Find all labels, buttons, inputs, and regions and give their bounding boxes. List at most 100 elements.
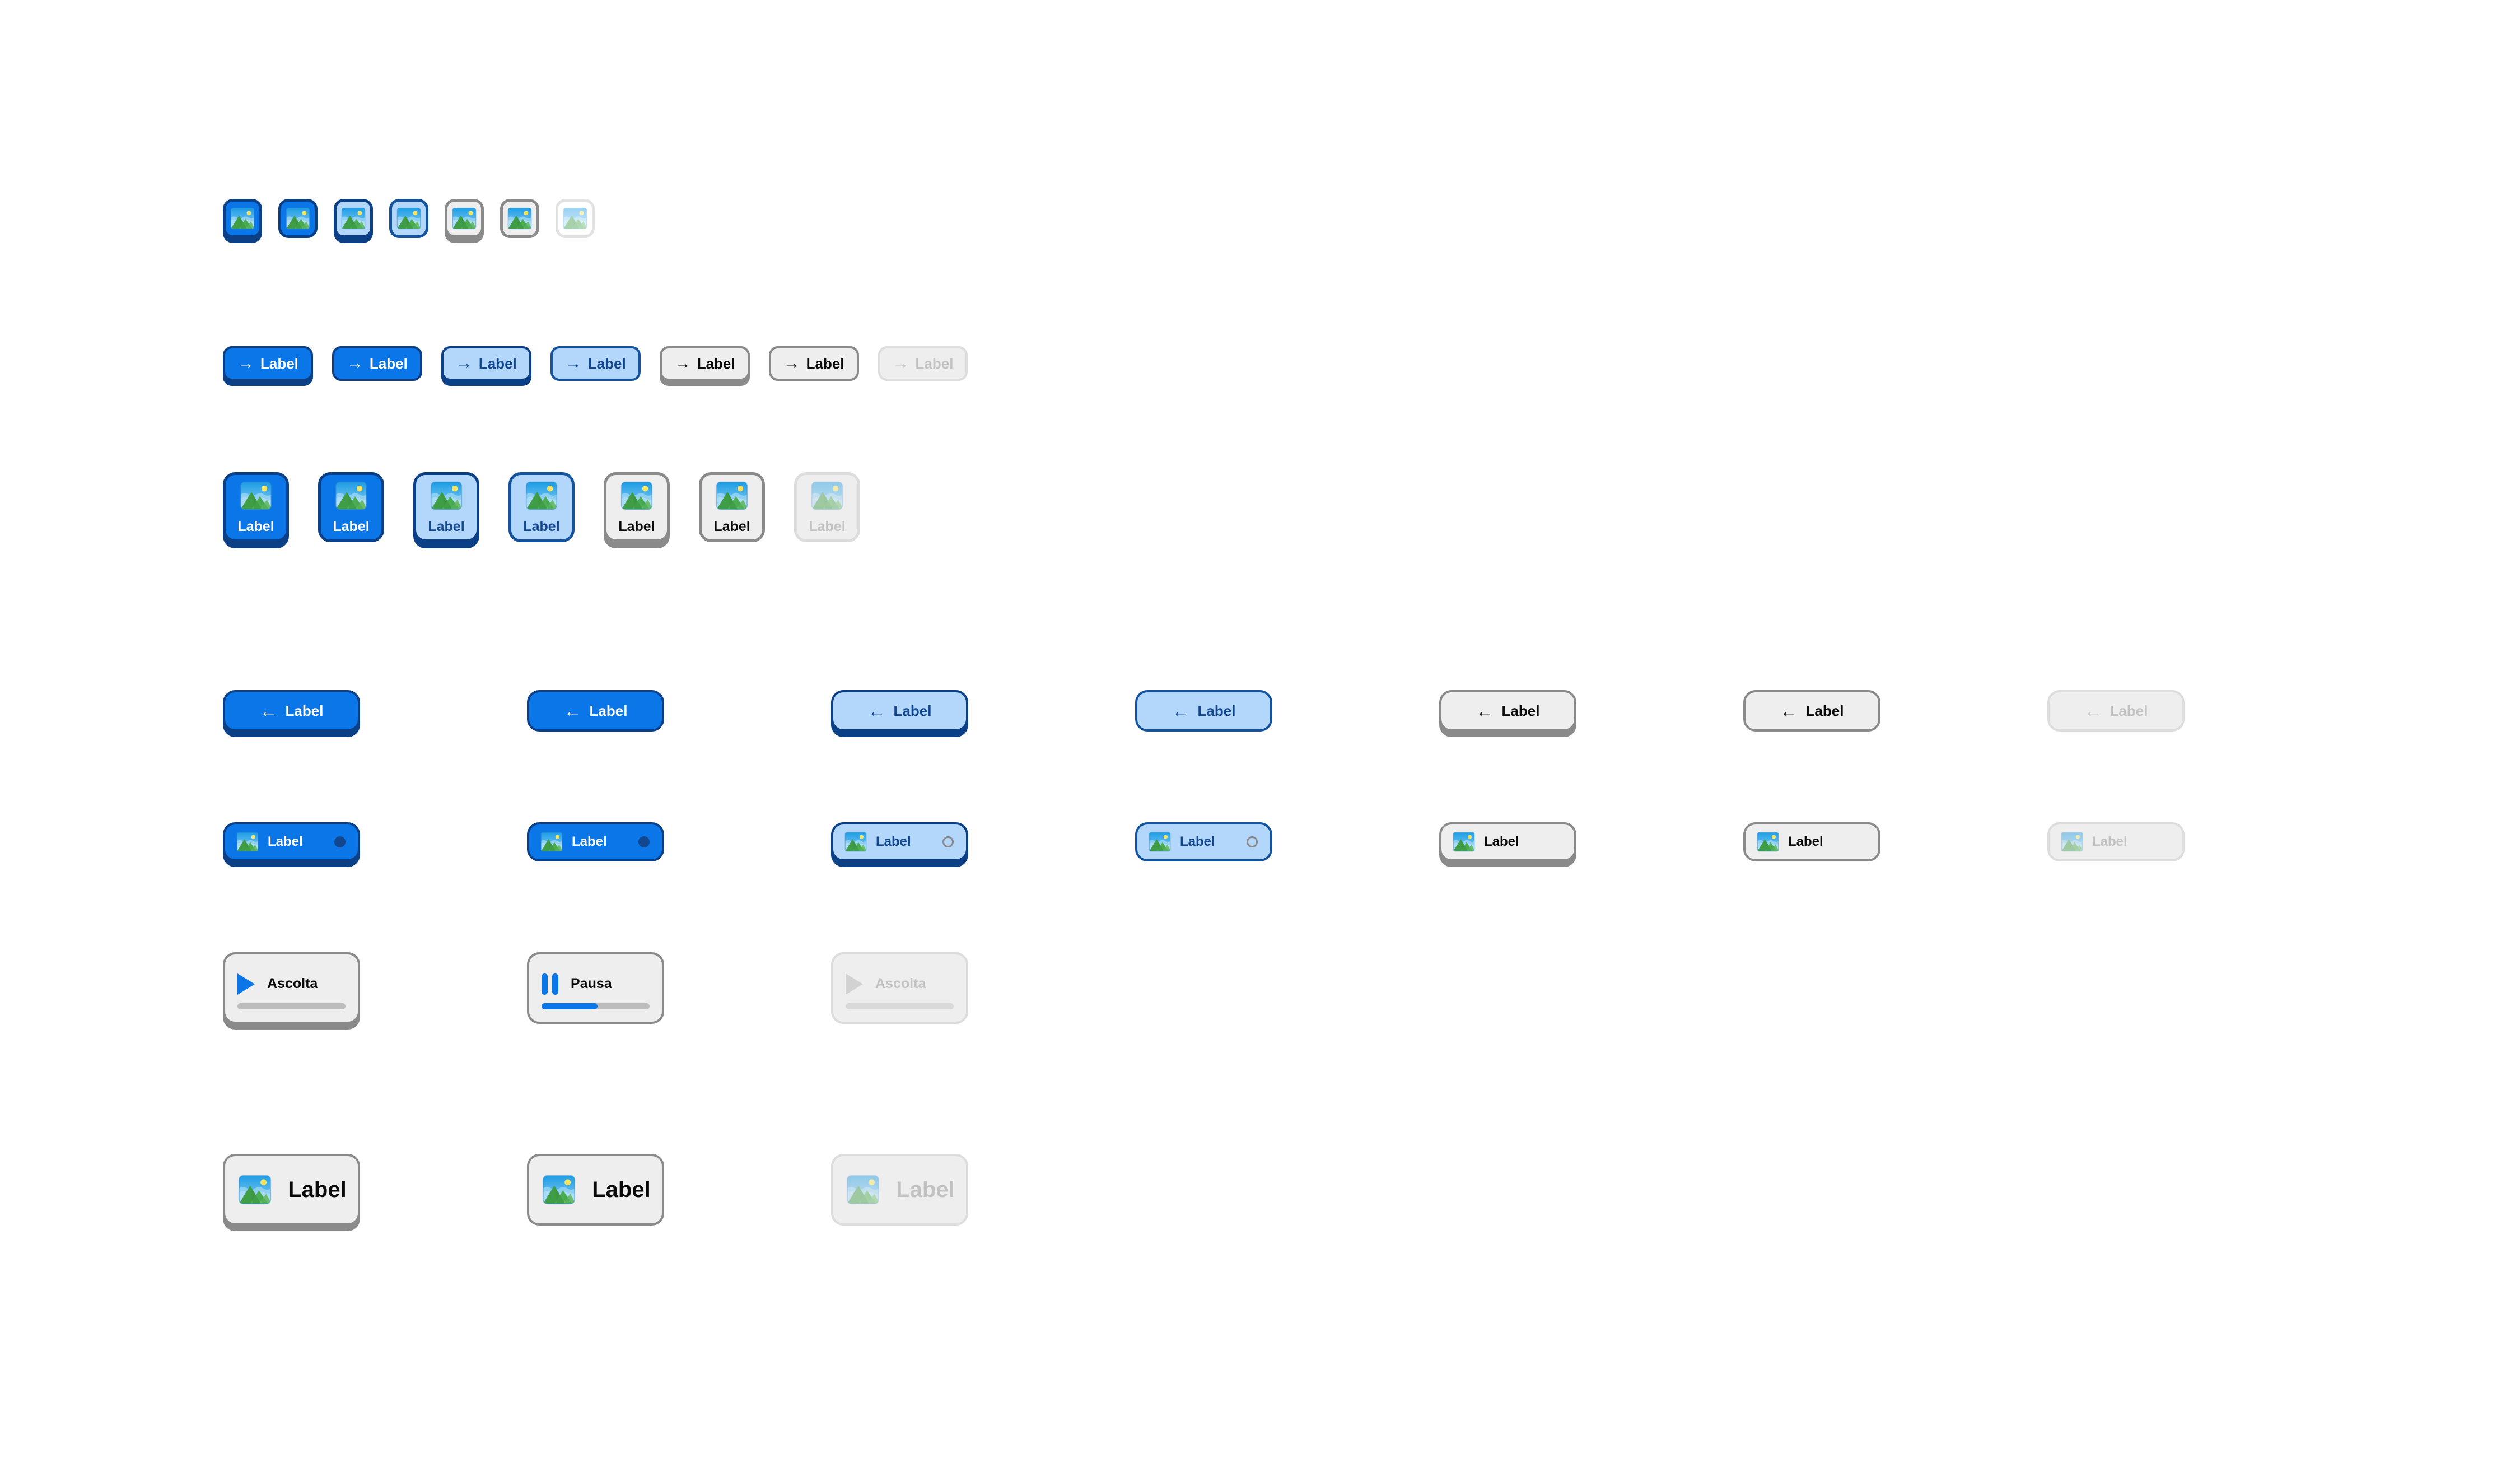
icon-label-card-gray-flat[interactable]: Label — [699, 472, 765, 542]
list-item-label: Label — [2092, 834, 2127, 849]
icon-button-gray-raised[interactable] — [445, 199, 484, 238]
image-icon — [286, 207, 310, 230]
image-icon — [563, 207, 587, 230]
media-card-gray-raised[interactable]: Label — [223, 1154, 360, 1226]
image-icon — [230, 207, 255, 230]
card-label: Label — [237, 519, 274, 534]
arrow-label-button-lightblue-raised[interactable]: →Label — [441, 346, 531, 381]
card-label: Label — [618, 519, 655, 534]
image-icon — [341, 207, 366, 230]
list-item-label: Label — [876, 834, 911, 849]
icon-label-card-blue-filled-flat[interactable]: Label — [318, 472, 384, 542]
icon-label-card-disabled: Label — [794, 472, 860, 542]
play-icon[interactable] — [237, 973, 255, 995]
button-label: Label — [587, 355, 626, 372]
list-item-blue-filled-raised[interactable]: Label — [223, 822, 360, 861]
arrow-left-icon: ← — [2084, 701, 2102, 721]
list-item-lightblue-raised[interactable]: Label — [831, 822, 968, 861]
selectable-list-row-group: Label Label — [223, 822, 2351, 861]
progress-track[interactable] — [846, 1003, 954, 1009]
arrow-left-icon: ← — [563, 701, 582, 721]
arrow-label-button-blue-filled-raised[interactable]: →Label — [223, 346, 313, 381]
player-label: Ascolta — [267, 976, 318, 991]
back-label-button-blue-filled-raised[interactable]: ←Label — [223, 690, 360, 732]
button-label: Label — [915, 355, 954, 372]
image-icon — [452, 207, 477, 230]
list-item-gray-flat[interactable]: Label — [1743, 822, 1880, 861]
button-label: Label — [2110, 702, 2148, 719]
radio-hollow-icon[interactable] — [942, 836, 954, 847]
arrow-right-icon: → — [346, 354, 363, 372]
arrow-label-button-row: →Label→Label→Label→Label→Label→Label→Lab… — [223, 346, 987, 381]
media-label-card-row: Label Label — [223, 1154, 1135, 1226]
arrow-label-button-gray-raised[interactable]: → Label — [659, 346, 750, 381]
icon-button-blue-filled-raised[interactable] — [223, 199, 262, 238]
media-card-disabled: Label — [831, 1154, 968, 1226]
progress-track[interactable] — [542, 1003, 650, 1009]
icon-label-card-blue-filled-raised[interactable]: Label — [223, 472, 289, 542]
radio-filled-icon[interactable] — [638, 836, 650, 847]
image-icon — [540, 832, 563, 852]
arrow-label-button-blue-filled-flat[interactable]: →Label — [332, 346, 422, 381]
arrow-label-button-gray-flat[interactable]: →Label — [768, 346, 859, 381]
audio-player-pause[interactable]: Pausa — [527, 952, 664, 1024]
arrow-left-icon: ← — [1780, 701, 1798, 721]
list-item-label: Label — [1788, 834, 1823, 849]
icon-button-lightblue-flat[interactable] — [389, 199, 428, 238]
arrow-label-button-disabled: → Label — [878, 346, 968, 381]
arrow-right-icon: → — [674, 354, 691, 372]
player-label: Pausa — [571, 976, 612, 991]
list-item-disabled: Label — [2047, 822, 2185, 861]
progress-track[interactable] — [237, 1003, 346, 1009]
arrow-left-icon: ← — [259, 701, 278, 721]
button-label: Label — [260, 355, 298, 372]
list-item-label: Label — [1180, 834, 1215, 849]
list-item-gray-raised[interactable]: Label — [1439, 822, 1576, 861]
player-controls: Ascolta — [846, 967, 954, 1001]
card-label: Label — [809, 519, 846, 534]
icon-button-gray-flat[interactable] — [500, 199, 539, 238]
media-card-label: Label — [592, 1177, 651, 1202]
image-icon — [430, 481, 463, 510]
back-label-button-disabled: ← Label — [2047, 690, 2185, 732]
arrow-right-icon: → — [455, 354, 473, 372]
back-label-button-lightblue-flat[interactable]: ←Label — [1135, 690, 1272, 732]
arrow-right-icon: → — [892, 354, 909, 372]
button-label: Label — [1197, 702, 1236, 719]
back-label-button-gray-flat[interactable]: ←Label — [1743, 690, 1880, 732]
list-item-lightblue-flat[interactable]: Label — [1135, 822, 1272, 861]
back-label-button-blue-filled-flat[interactable]: ←Label — [527, 690, 664, 732]
icon-button-blue-filled-flat[interactable] — [278, 199, 318, 238]
media-card-gray-flat[interactable]: Label — [527, 1154, 664, 1226]
arrow-label-button-lightblue-flat[interactable]: →Label — [550, 346, 641, 381]
image-icon — [239, 1175, 272, 1205]
back-label-button-gray-raised[interactable]: ←Label — [1439, 690, 1576, 732]
icon-label-card-lightblue-flat[interactable]: Label — [508, 472, 575, 542]
image-icon — [543, 1175, 576, 1205]
media-card-label: Label — [896, 1177, 955, 1202]
image-icon — [236, 832, 259, 852]
icon-button-row — [223, 199, 611, 238]
pause-icon[interactable] — [542, 973, 558, 995]
button-label: Label — [1501, 702, 1540, 719]
list-item-label: Label — [1484, 834, 1519, 849]
list-item-label: Label — [572, 834, 607, 849]
image-icon — [1149, 832, 1171, 852]
image-icon — [335, 481, 367, 510]
image-icon — [2061, 832, 2083, 852]
audio-player-play[interactable]: Ascolta — [223, 952, 360, 1024]
radio-hollow-icon[interactable] — [1247, 836, 1258, 847]
icon-button-lightblue-raised[interactable] — [334, 199, 373, 238]
icon-label-card-gray-raised[interactable]: Label — [604, 472, 670, 542]
back-label-button-lightblue-raised[interactable]: ←Label — [831, 690, 968, 732]
list-item-blue-filled-flat[interactable]: Label — [527, 822, 664, 861]
icon-label-card-lightblue-raised[interactable]: Label — [413, 472, 479, 542]
radio-filled-icon[interactable] — [334, 836, 346, 847]
image-icon — [716, 481, 748, 510]
player-controls: Pausa — [542, 967, 650, 1001]
back-label-button-row: ←Label←Label←Label←Label←Label←Label←Lab… — [223, 690, 2351, 732]
button-label: Label — [697, 355, 735, 372]
image-icon — [844, 832, 867, 852]
audio-player-disabled: Ascolta — [831, 952, 968, 1024]
